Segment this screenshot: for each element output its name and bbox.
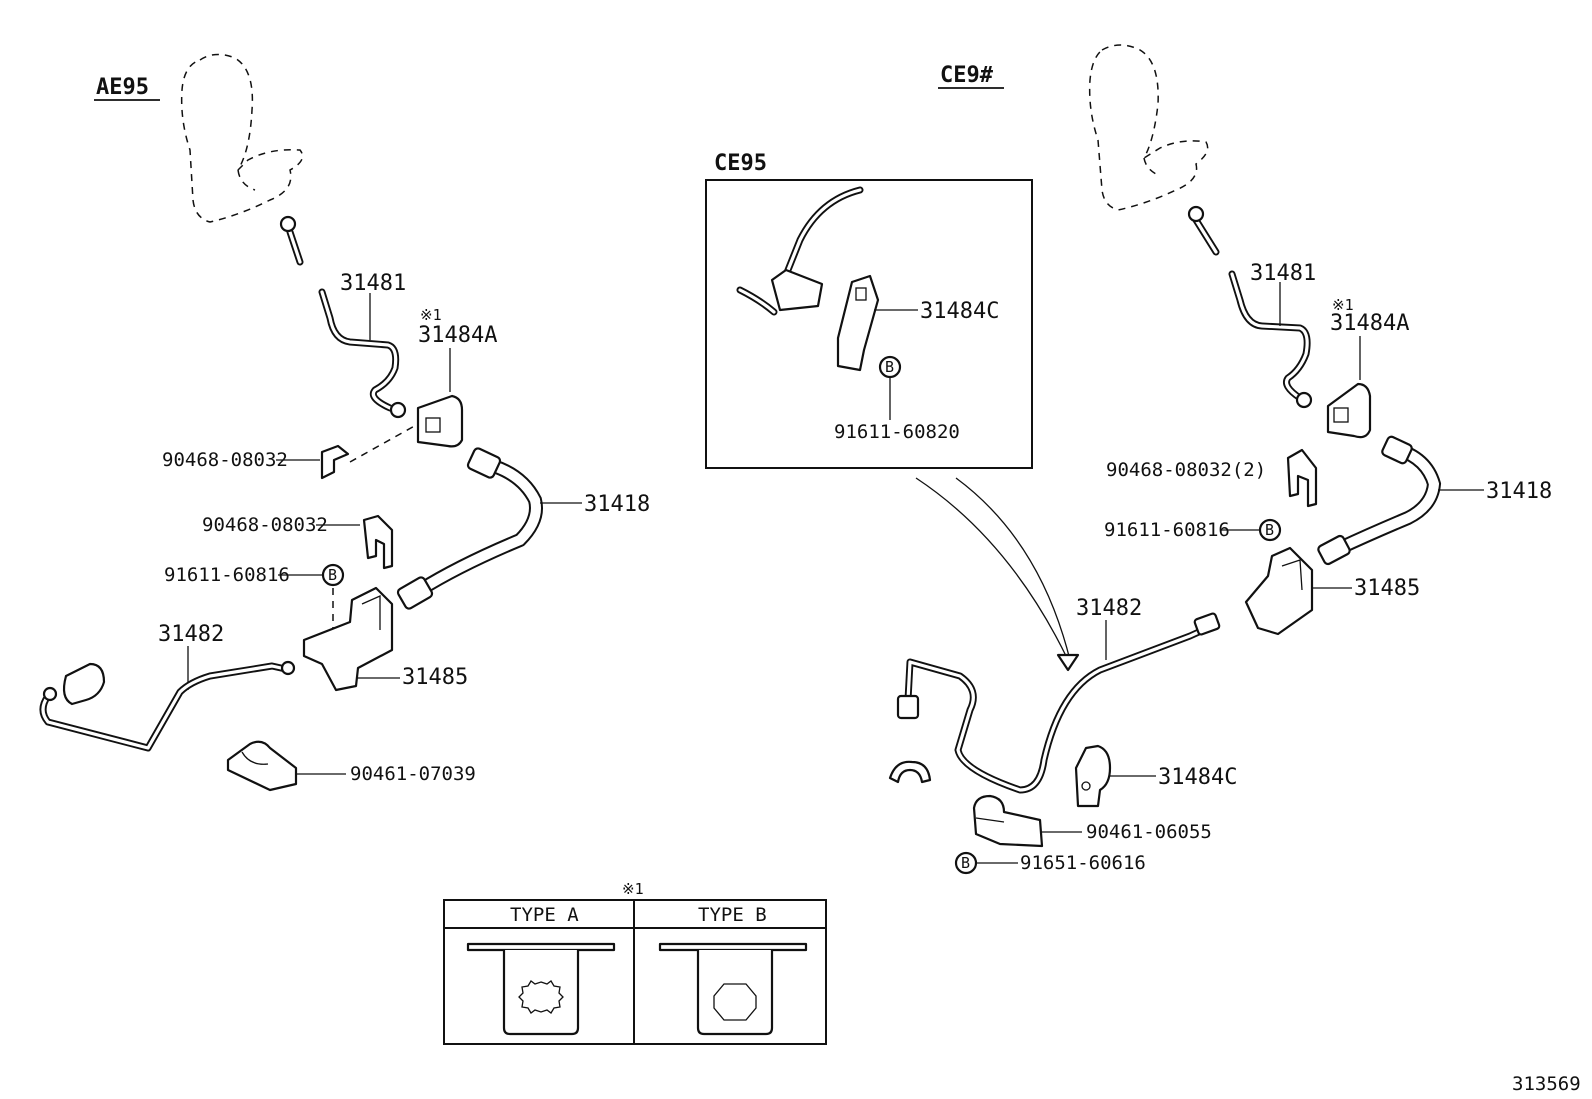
right-bracket-31484c-hole: [1081, 781, 1091, 791]
right-grommet: [888, 760, 932, 784]
right-label-90461: 90461-06055: [1086, 821, 1212, 843]
right-label-31485: 31485: [1354, 576, 1420, 601]
left-bolt-b-circle: [321, 563, 345, 587]
right-label-31484a: 31484A: [1330, 311, 1409, 336]
right-master-neck: [1143, 157, 1161, 177]
left-clamp-90461: [226, 740, 298, 792]
left-label-31481: 31481: [340, 271, 406, 296]
left-bolt-b-mark: B: [328, 566, 337, 584]
left-label-31418: 31418: [584, 492, 650, 517]
right-label-31481: 31481: [1250, 261, 1316, 286]
right-label-31418: 31418: [1486, 479, 1552, 504]
left-label-91611: 91611-60816: [164, 564, 290, 586]
type-b-label: TYPE B: [698, 904, 767, 926]
right-master-cylinder: [1088, 44, 1209, 211]
type-table: ※1 TYPE A TYPE B: [443, 880, 827, 1045]
right-bolt-b-circle: [1258, 518, 1282, 542]
left-label-31484a: 31484A: [418, 323, 497, 348]
left-section-title: AE95: [96, 75, 149, 100]
inset-arrow-line-1: [915, 477, 1069, 661]
type-b-octagon-hole: [713, 983, 757, 1021]
inset-pipe-upper: [782, 186, 864, 279]
inset-bracket-31484c: [836, 274, 880, 372]
left-pipe-nut-top: [279, 215, 297, 233]
inset-label-91611: 91611-60820: [834, 421, 960, 443]
right-bolt2-b-mark: B: [961, 854, 970, 872]
right-label-90468: 90468-08032(2): [1106, 459, 1266, 481]
left-clamp-curve: [241, 751, 269, 765]
left-pipe-31482-nut: [280, 660, 296, 676]
left-master-cylinder: [180, 53, 304, 223]
left-dash-31484a: [349, 423, 419, 463]
right-section: CE9# 31481 ※1 31484A 90468-08032(2) 3141…: [888, 44, 1552, 875]
left-bracket-31485: [302, 586, 394, 692]
right-bracket-31485-fold: [1281, 559, 1303, 591]
type-table-note-mark: ※1: [622, 880, 644, 898]
left-hose-fitting-top: [466, 447, 502, 479]
right-bracket-31484a: [1326, 382, 1372, 439]
right-bolt-b-mark: B: [1265, 521, 1274, 539]
inset-title: CE95: [714, 151, 767, 176]
right-pipe-31482-nut-bottom: [896, 694, 920, 720]
left-label-31482: 31482: [158, 622, 224, 647]
inset-pipe-clip: [770, 268, 824, 312]
right-bracket-31485: [1244, 546, 1314, 636]
right-note-mark: ※1: [1332, 296, 1354, 314]
left-clip-90468-a: [320, 444, 350, 480]
right-clamp-line: [975, 817, 1005, 823]
right-pipe-nut-top: [1187, 205, 1205, 223]
left-label-90468-b: 90468-08032: [202, 514, 328, 536]
right-label-91651: 91651-60616: [1020, 852, 1146, 874]
type-a-plate: [502, 950, 580, 1036]
left-label-90461: 90461-07039: [350, 763, 476, 785]
inset-arrow-line-2: [955, 477, 1071, 661]
left-pipe-31482-nut-end: [42, 686, 58, 702]
inset-bolt-b-mark: B: [885, 358, 894, 376]
left-master-neck: [237, 169, 256, 191]
right-label-91611: 91611-60816: [1104, 519, 1230, 541]
left-note-mark: ※1: [420, 306, 442, 324]
right-bracket-hole: [1333, 407, 1349, 423]
type-b-plate: [696, 950, 774, 1036]
left-bracket-hole: [425, 417, 441, 433]
inset-arrow-head: [1056, 653, 1080, 672]
left-pipe-31481: [286, 228, 400, 412]
right-label-31484c: 31484C: [1158, 765, 1237, 790]
right-clip-90468: [1286, 448, 1318, 508]
right-bracket-31484c: [1074, 744, 1112, 808]
left-pipe-nut-bottom: [389, 401, 407, 419]
left-clip-90468-b: [362, 514, 394, 570]
right-pipe-nut-bottom: [1295, 391, 1313, 409]
inset-frame: [705, 179, 1033, 469]
type-a-flange: [466, 942, 616, 952]
right-pipe-31482-nut-top: [1193, 612, 1221, 636]
left-label-31485: 31485: [402, 665, 468, 690]
right-label-31482: 31482: [1076, 596, 1142, 621]
right-hose-fitting-bottom: [1317, 534, 1351, 566]
left-label-90468-a: 90468-08032: [162, 449, 288, 471]
type-a-label: TYPE A: [510, 904, 579, 926]
inset-bracket-hole: [855, 287, 867, 301]
type-b-flange: [658, 942, 808, 952]
diagram-code: 313569: [1512, 1073, 1581, 1095]
inset-ce95: CE95 31484C B 91611-60820: [705, 151, 1033, 469]
left-bracket-31485-fold: [361, 594, 381, 630]
right-section-title: CE9#: [940, 63, 994, 88]
right-hose-fitting-top: [1381, 435, 1413, 465]
right-clamp-90461: [972, 794, 1044, 848]
left-section: AE95 31481 ※1 31484A 90468-08032 31418 9…: [39, 53, 650, 792]
left-pipe-end-fitting: [62, 662, 106, 706]
type-a-star-hole: [518, 980, 564, 1014]
left-hose-fitting-bottom: [396, 576, 434, 610]
inset-label-31484c: 31484C: [920, 299, 999, 324]
